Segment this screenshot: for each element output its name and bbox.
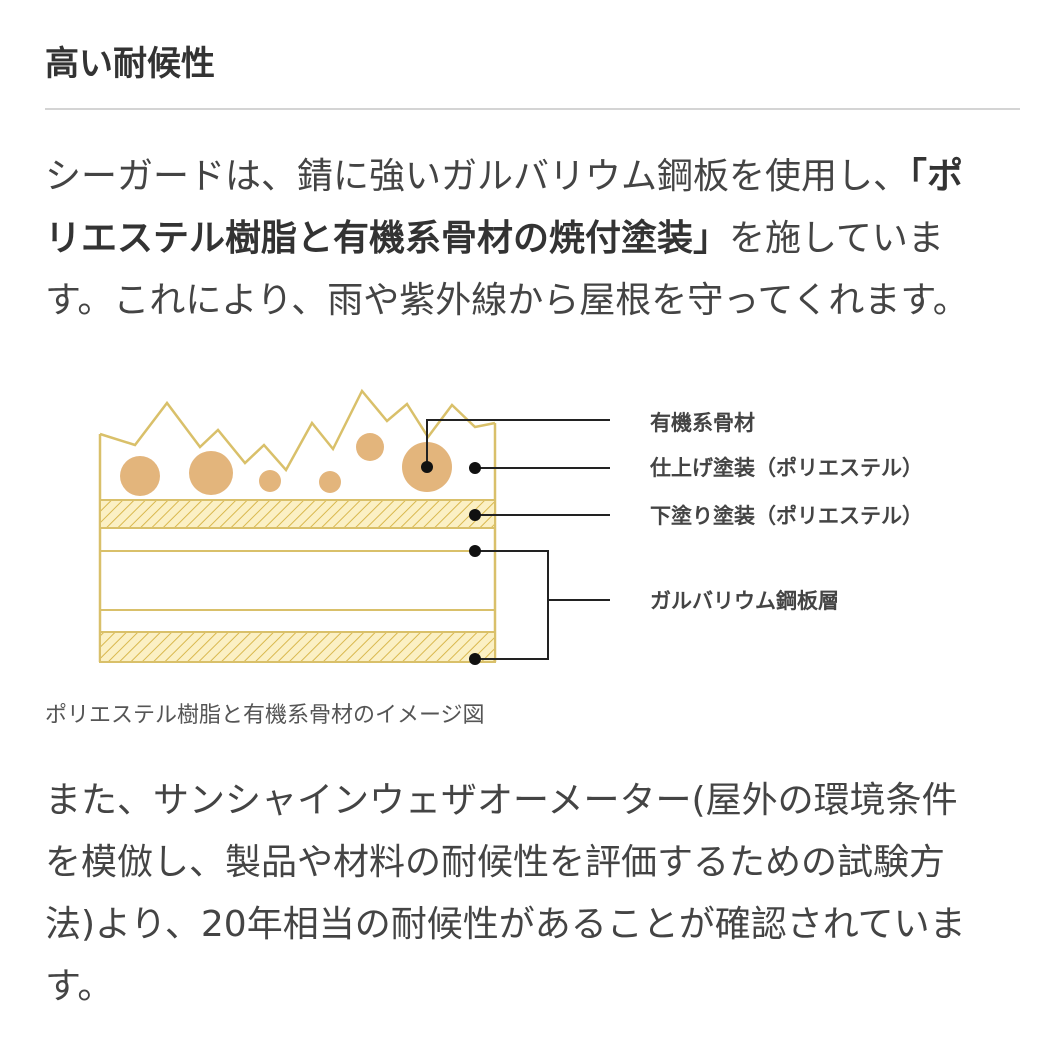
text: 法)より、20年相当の耐候性があることが確認されていま	[45, 904, 966, 945]
text: また、サンシャインウェザオーメーター(屋外の環境条件	[45, 780, 958, 821]
test-paragraph: また、サンシャインウェザオーメーター(屋外の環境条件 を模倣し、製品や材料の耐候…	[45, 770, 966, 1018]
aggregate-particle	[319, 471, 341, 493]
figure-caption: ポリエステル樹脂と有機系骨材のイメージ図	[45, 703, 485, 728]
rough-top-surface	[99, 388, 496, 473]
text: す。これにより、雨や紫外線から屋根を守ってくれます。	[45, 280, 969, 321]
aggregate-particle	[120, 456, 160, 496]
label-primer: 下塗り塗装（ポリエステル）	[650, 504, 923, 528]
primer-hatch-band	[99, 499, 496, 529]
layer-stack	[98, 388, 497, 663]
label-steel: ガルバリウム鋼板層	[650, 589, 839, 613]
aggregate-particle	[356, 433, 384, 461]
aggregate-particle	[189, 451, 233, 495]
divider	[45, 108, 1020, 110]
leader-lines	[426, 419, 610, 660]
aggregate-particle	[259, 470, 281, 492]
bold-text: リエステル樹脂と有機系骨材の焼付塗装」	[45, 218, 730, 259]
label-aggregate: 有機系骨材	[650, 411, 755, 435]
leader-dots	[421, 461, 481, 665]
text: シーガードは、錆に強いガルバリウム鋼板を使用し、	[45, 156, 910, 197]
label-top-coat: 仕上げ塗装（ポリエステル）	[649, 456, 923, 480]
text: を施していま	[729, 218, 944, 259]
coating-layer-diagram: 有機系骨材 仕上げ塗装（ポリエステル） 下塗り塗装（ポリエステル） ガルバリウム…	[98, 388, 923, 665]
section-heading: 高い耐候性	[45, 44, 215, 84]
intro-paragraph: シーガードは、錆に強いガルバリウム鋼板を使用し、「ポ リエステル樹脂と有機系骨材…	[45, 146, 969, 332]
back-hatch-band	[99, 631, 496, 663]
text: す。	[45, 966, 114, 1007]
text: を模倣し、製品や材料の耐候性を評価するための試験方	[45, 842, 946, 883]
bold-text: 「ポ	[909, 156, 964, 197]
